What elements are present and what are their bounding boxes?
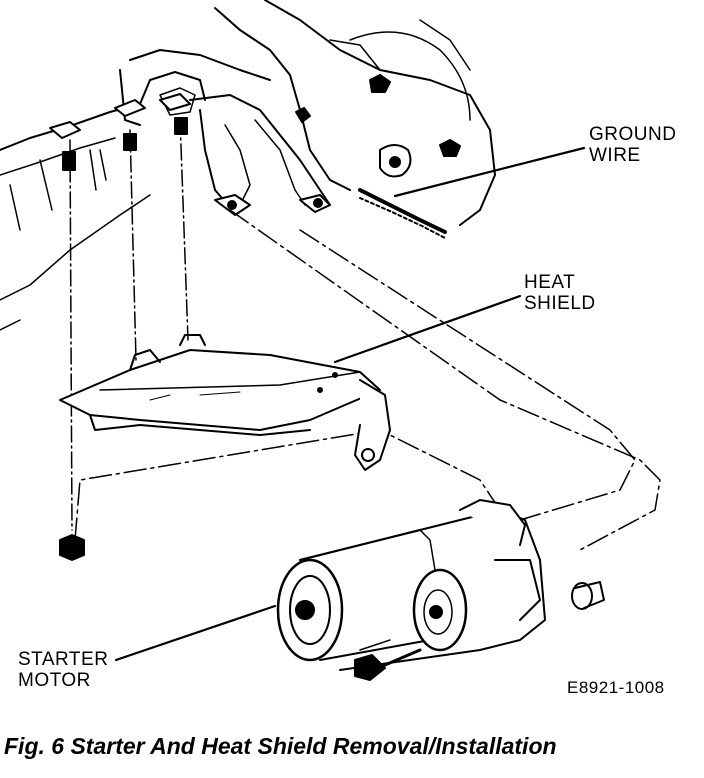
starter-motor-label-line1: STARTER [18, 649, 109, 670]
engine-block [0, 49, 271, 331]
heat-shield [59, 334, 391, 471]
ground-wire-label: GROUND WIRE [589, 124, 676, 166]
starter-motor-label: STARTER MOTOR [18, 649, 108, 691]
heat-shield-label-line2: SHIELD [524, 293, 596, 314]
heat-shield-label: HEAT SHIELD [524, 272, 596, 314]
starter-motor-leader [114, 604, 277, 662]
heat-shield-label-line1: HEAT [524, 272, 576, 293]
leader-lines [114, 146, 586, 662]
mounting-studs [62, 117, 189, 531]
diagram-drawing [0, 0, 661, 681]
transmission-housing [189, 0, 496, 239]
starter-motor [276, 499, 605, 681]
ground-wire-label-line1: GROUND [589, 124, 677, 145]
nut [59, 534, 85, 561]
figure-caption: Fig. 6 Starter And Heat Shield Removal/I… [4, 733, 557, 759]
ground-wire-label-line2: WIRE [589, 145, 641, 166]
ground-wire-leader [393, 146, 586, 198]
starter-motor-label-line2: MOTOR [18, 670, 91, 691]
heat-shield-leader [333, 294, 522, 364]
figure-code: E8921-1008 [567, 678, 665, 697]
